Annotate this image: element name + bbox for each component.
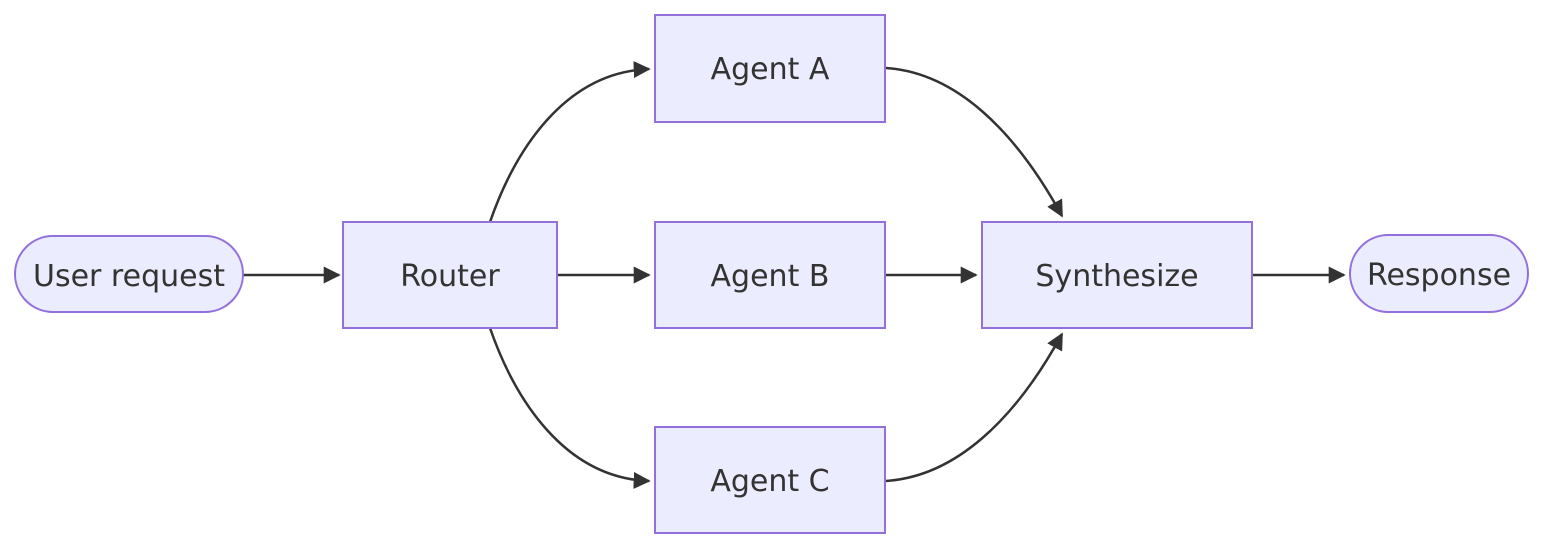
node-agent-a-shape <box>654 14 886 123</box>
node-response-label: Response <box>1367 258 1511 293</box>
edge-agent-c-to-synthesize <box>884 332 1064 483</box>
node-user-request-label: User request <box>33 259 225 294</box>
node-router-shape <box>342 221 558 329</box>
node-agent-a-label: Agent A <box>711 52 830 87</box>
edge-router-to-agent-c <box>488 327 651 489</box>
node-agent-b-label: Agent B <box>711 259 830 294</box>
node-response-shape <box>1349 234 1529 313</box>
node-user-request-shape <box>14 235 244 313</box>
node-agent-a: Agent A <box>654 14 886 123</box>
node-agent-c-label: Agent C <box>710 464 829 499</box>
edge-agent-a-to-synthesize <box>884 66 1064 218</box>
node-agent-c: Agent C <box>654 426 886 534</box>
node-router-label: Router <box>400 259 500 294</box>
node-synthesize-label: Synthesize <box>1035 259 1198 294</box>
node-agent-b-shape <box>654 221 886 329</box>
node-synthesize-shape <box>981 221 1253 329</box>
edge-router-to-agent-a <box>488 61 651 223</box>
node-user-request: User request <box>14 235 244 313</box>
node-synthesize: Synthesize <box>981 221 1253 329</box>
node-response: Response <box>1349 234 1529 313</box>
node-agent-c-shape <box>654 426 886 534</box>
node-router: Router <box>342 221 558 329</box>
node-agent-b: Agent B <box>654 221 886 329</box>
edges <box>243 61 1346 489</box>
